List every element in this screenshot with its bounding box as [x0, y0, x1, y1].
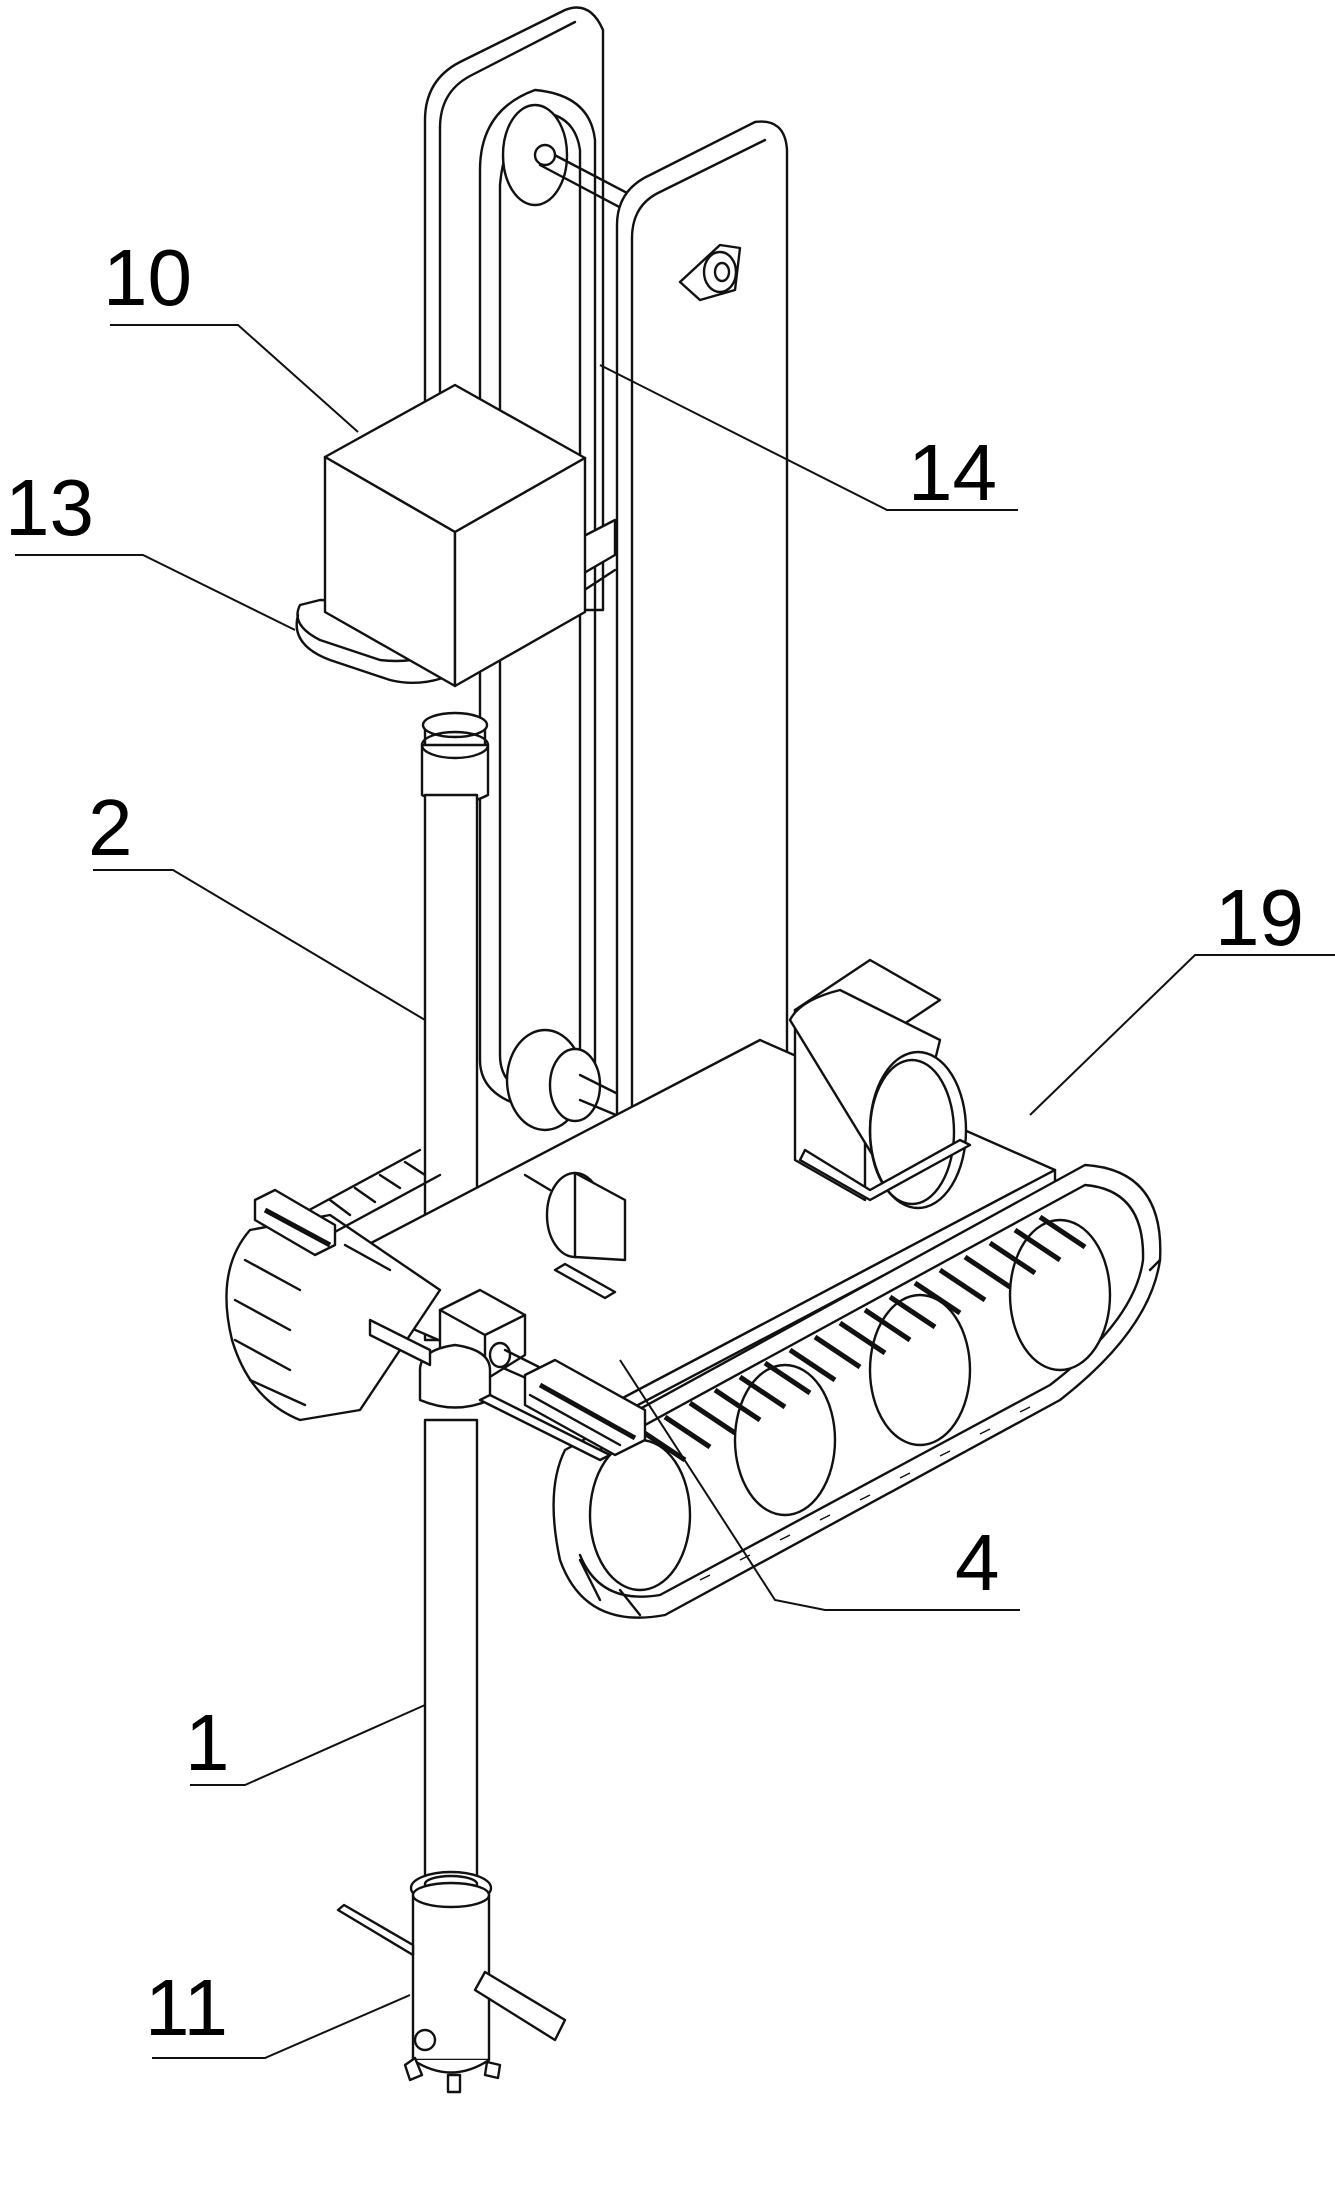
label-2: 2: [88, 783, 133, 872]
lift-motor: [523, 1171, 627, 1300]
flange-bearing-upper: [678, 243, 742, 302]
leader-14: [599, 364, 1018, 511]
leader-10: [110, 324, 359, 433]
label-19: 19: [1215, 873, 1304, 962]
clamp-block: [368, 1288, 612, 1462]
label-1: 1: [185, 1698, 230, 1787]
cylinder-right: [523, 1358, 647, 1457]
leader-11: [152, 1994, 411, 2059]
track-wheel-4: [1008, 1218, 1112, 1372]
coupling-upper: [420, 711, 490, 805]
label-11: 11: [145, 1963, 228, 2052]
label-13: 13: [5, 463, 94, 552]
track-wheel-1: [588, 1438, 692, 1592]
track-right: [552, 1163, 1162, 1619]
label-4: 4: [955, 1518, 1000, 1607]
motor-box: [323, 383, 587, 688]
drive-motor: [788, 958, 972, 1210]
part-labels: 10 13 14 2 19 4 1 11: [5, 233, 1304, 2052]
cylinder-left: [253, 1188, 392, 1272]
leader-19: [1029, 954, 1335, 1116]
leader-2: [93, 869, 426, 1021]
leader-13: [15, 554, 296, 631]
sampler-head: [336, 1870, 567, 2094]
leader-4: [619, 1359, 1020, 1611]
leader-1: [190, 1704, 426, 1786]
label-10: 10: [103, 233, 192, 322]
track-wheel-2: [733, 1363, 837, 1517]
leader-lines: [15, 324, 1335, 2059]
belt-loop: [478, 88, 652, 1132]
label-14: 14: [908, 428, 997, 517]
track-left: [225, 1148, 442, 1422]
